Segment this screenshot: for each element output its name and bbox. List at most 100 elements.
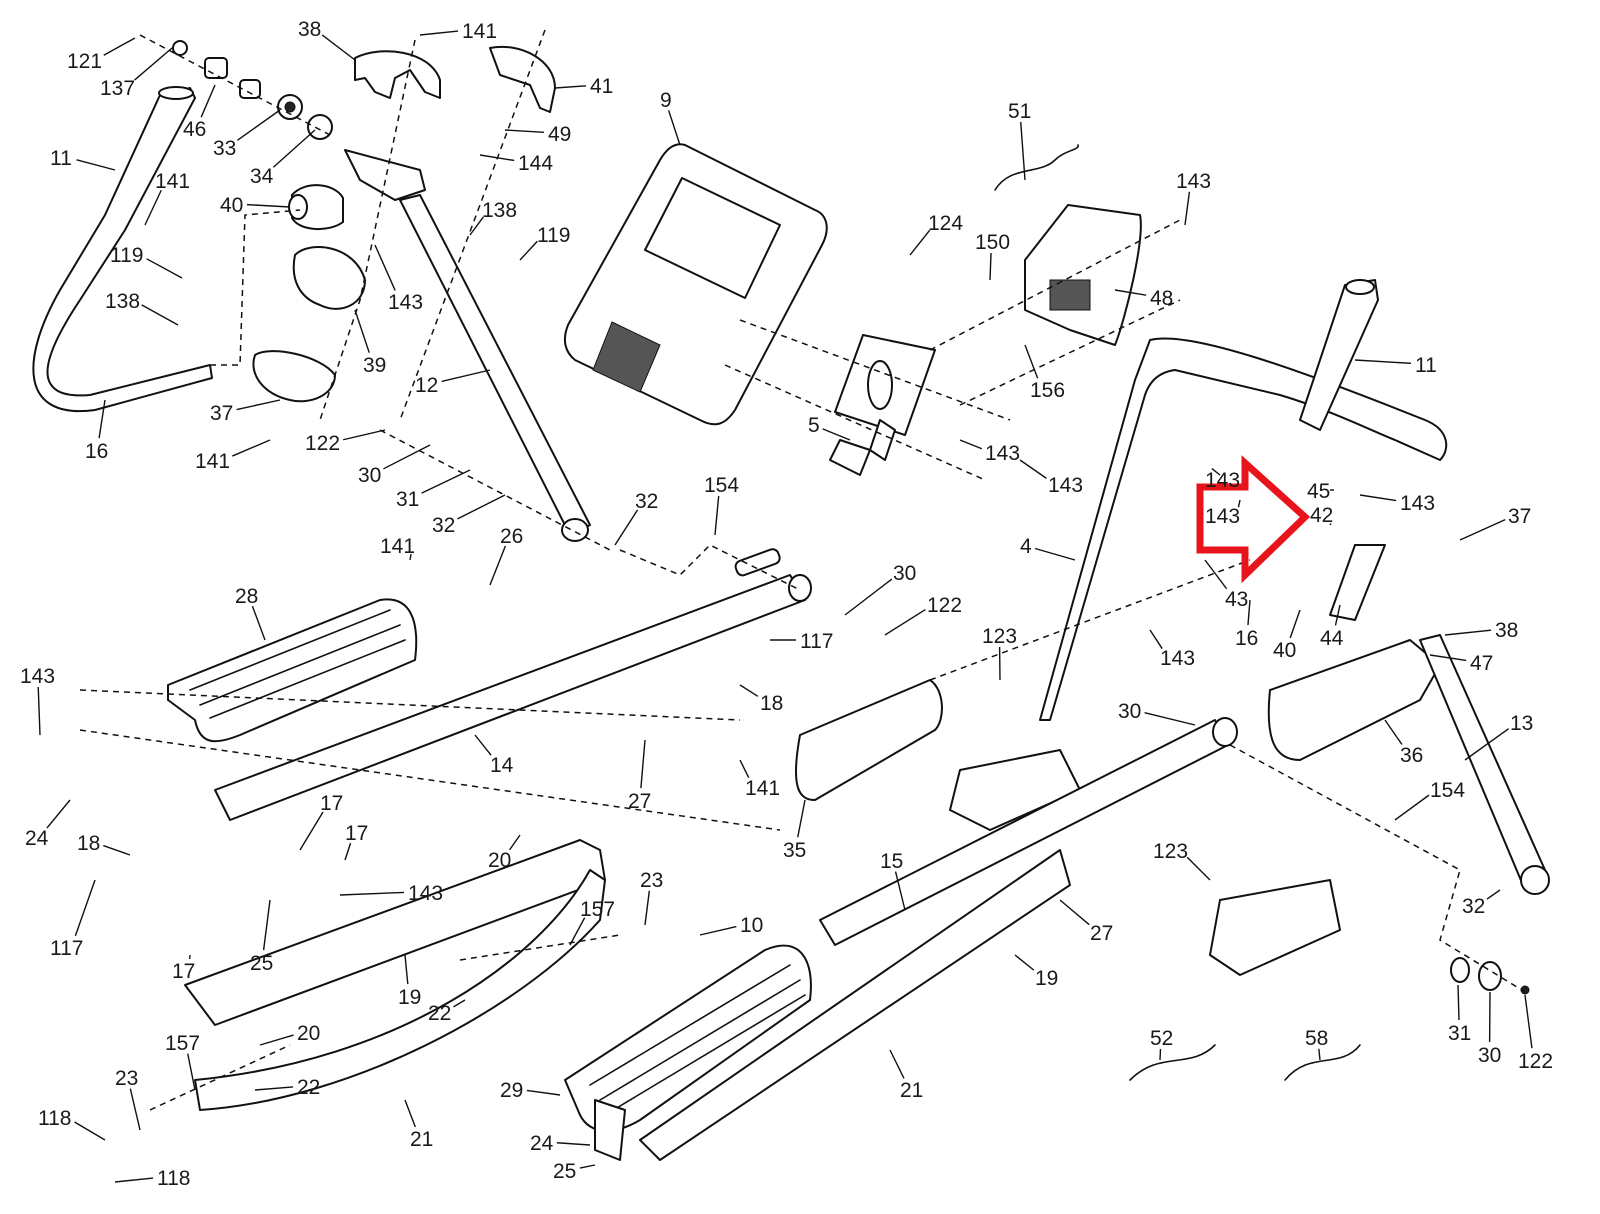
leader-line-17	[299, 811, 324, 851]
part-label-30: 30	[358, 464, 381, 487]
leader-line-13	[1464, 728, 1510, 761]
leader-line-12	[441, 369, 491, 383]
part-label-143: 143	[1176, 170, 1211, 193]
part-label-46: 46	[183, 118, 206, 141]
leader-line-122	[342, 429, 386, 441]
part-label-154: 154	[704, 474, 739, 497]
leader-line-30	[1144, 711, 1196, 726]
leader-line-143	[1184, 191, 1191, 226]
part-label-26: 26	[500, 525, 523, 548]
part-label-141: 141	[380, 535, 415, 558]
leader-line-30	[844, 578, 893, 616]
leader-line-119	[519, 240, 538, 261]
part-label-122: 122	[927, 594, 962, 617]
part-label-14: 14	[490, 754, 514, 777]
leader-line-11	[76, 159, 116, 171]
part-label-11: 11	[50, 147, 72, 170]
part-label-30: 30	[1118, 700, 1141, 723]
leader-line-117	[74, 879, 96, 937]
part-label-25: 25	[553, 1160, 576, 1183]
part-label-39: 39	[363, 354, 386, 377]
leader-line-37	[236, 399, 281, 411]
leader-line-24	[46, 799, 71, 829]
leader-line-25	[579, 1164, 596, 1169]
part-label-124: 124	[928, 212, 963, 235]
leader-line-25	[262, 899, 271, 951]
leader-line-49	[504, 129, 545, 134]
part-label-38: 38	[1495, 619, 1518, 642]
part-label-13: 13	[1510, 712, 1533, 735]
part-label-48: 48	[1150, 287, 1173, 310]
part-label-143: 143	[1205, 505, 1240, 528]
part-label-49: 49	[548, 123, 571, 146]
leader-line-156	[1024, 344, 1039, 379]
part-label-32: 32	[1462, 895, 1485, 918]
pedal-rail-left	[184, 839, 606, 1111]
leader-line-143	[1211, 467, 1221, 476]
part-label-143: 143	[20, 665, 55, 688]
leader-line-29	[526, 1089, 561, 1096]
pivot-hardware	[172, 40, 366, 403]
highlight-arrow	[1196, 455, 1311, 584]
part-label-141: 141	[462, 20, 497, 43]
part-label-30: 30	[1478, 1044, 1501, 1067]
part-label-143: 143	[388, 291, 423, 314]
leader-line-137	[134, 47, 173, 81]
part-label-22: 22	[297, 1076, 320, 1099]
leader-line-157	[187, 1053, 196, 1091]
part-label-137: 137	[100, 77, 135, 100]
leader-line-122	[1524, 994, 1533, 1049]
part-label-19: 19	[398, 986, 421, 1009]
part-label-17: 17	[345, 822, 368, 845]
part-label-17: 17	[320, 792, 343, 815]
base-brackets	[949, 749, 1341, 976]
leader-line-37	[1459, 519, 1506, 541]
part-label-23: 23	[640, 869, 663, 892]
part-label-25: 25	[250, 952, 273, 975]
part-label-21: 21	[900, 1079, 923, 1102]
leader-line-31	[421, 469, 471, 494]
part-label-138: 138	[482, 199, 517, 222]
part-label-20: 20	[297, 1022, 320, 1045]
leader-line-143	[959, 439, 983, 450]
crank-arm-14	[214, 548, 812, 821]
part-label-32: 32	[432, 514, 455, 537]
leader-line-143	[1359, 494, 1397, 502]
leader-line-141	[739, 759, 750, 779]
leader-line-26	[489, 545, 507, 586]
console-part	[563, 143, 828, 426]
leader-line-138	[469, 216, 484, 236]
part-label-143: 143	[408, 882, 443, 905]
leader-line-143	[374, 244, 396, 291]
part-label-47: 47	[1470, 652, 1493, 675]
leader-line-28	[251, 605, 266, 641]
leader-line-32	[1486, 889, 1501, 900]
leader-line-22	[453, 999, 466, 1008]
part-label-16: 16	[85, 440, 108, 463]
leader-line-118	[74, 1121, 106, 1141]
part-label-123: 123	[1153, 840, 1188, 863]
part-label-27: 27	[628, 790, 651, 813]
part-label-33: 33	[213, 137, 236, 160]
leader-line-157	[569, 917, 586, 946]
part-label-32: 32	[635, 490, 658, 513]
part-label-18: 18	[77, 832, 100, 855]
part-label-157: 157	[580, 898, 615, 921]
leader-line-23	[129, 1088, 141, 1131]
leader-line-43	[1204, 559, 1228, 590]
leader-line-39	[354, 309, 370, 353]
part-label-37: 37	[210, 402, 233, 425]
leader-line-141	[232, 439, 271, 457]
leader-line-44	[1334, 604, 1341, 626]
leader-line-20	[508, 834, 521, 851]
part-label-9: 9	[660, 89, 672, 112]
leader-line-38	[1444, 629, 1492, 636]
part-label-51: 51	[1008, 100, 1031, 123]
part-label-21: 21	[410, 1128, 433, 1151]
part-label-58: 58	[1305, 1027, 1328, 1050]
part-label-45: 45	[1307, 480, 1330, 503]
leader-line-33	[236, 109, 281, 141]
upper-arm-12-part	[344, 149, 591, 542]
part-label-157: 157	[165, 1032, 200, 1055]
leader-line-40	[246, 203, 291, 208]
